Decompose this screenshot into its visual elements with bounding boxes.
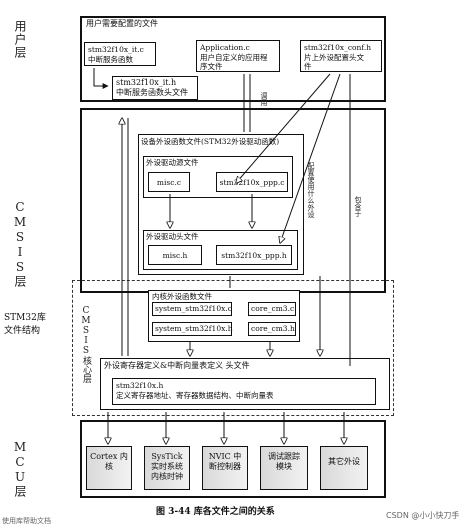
register-definition-title: 外设寄存器定义&中断向量表定义 头文件 (104, 361, 250, 370)
device-peripheral-title: 设备外设函数文件(STM32外设驱动函数) (141, 137, 280, 146)
cmsis-core-region (72, 280, 394, 416)
cmsis-core-label: CMSIS核心层 (81, 306, 91, 383)
mcu-layer-label: MCU层 (13, 440, 27, 498)
call-annotation: 调用 (260, 92, 268, 106)
watermark: CSDN @小小快刀手 (386, 511, 460, 520)
bottom-left-text: 使用库帮助文档 (2, 517, 51, 525)
mcu-block-other-peripherals[interactable]: 其它外设 (320, 446, 368, 490)
driver-header-title: 外设驱动头文件 (146, 232, 199, 241)
file-misc-c[interactable]: misc.c (148, 172, 190, 192)
user-layer-label: 用户层 (13, 20, 27, 59)
mcu-block-nvic[interactable]: NVIC 中断控制器 (202, 446, 248, 490)
file-core-cm3-h[interactable]: core_cm3.h (248, 322, 296, 336)
user-config-title: 用户需要配置的文件 (86, 19, 158, 28)
cmsis-layer-label: CMSIS层 (13, 200, 27, 288)
configure-annotation: 配置使用什么外设 (307, 162, 315, 218)
file-stm32f10x-ppp-c[interactable]: stm32f10x_ppp.c (216, 172, 288, 192)
driver-source-title: 外设驱动源文件 (146, 158, 199, 167)
figure-caption: 图 3-44 库各文件之间的关系 (156, 507, 275, 517)
file-core-cm3-c[interactable]: core_cm3.c (248, 302, 296, 316)
file-system-stm32f10x-h[interactable]: system_stm32f10x.h (152, 322, 233, 336)
file-misc-h[interactable]: misc.h (148, 245, 202, 265)
include-annotation: 包含于 (354, 196, 362, 217)
file-system-stm32f10x-c[interactable]: system_stm32f10x.c (152, 302, 232, 316)
mcu-block-cortex-core[interactable]: Cortex 内核 (86, 446, 132, 490)
core-peripheral-title: 内核外设函数文件 (152, 292, 212, 301)
file-stm32f10x-ppp-h[interactable]: stm32f10x_ppp.h (216, 245, 292, 265)
mcu-block-debug-trace[interactable]: 调试跟踪模块 (260, 446, 308, 490)
library-structure-label: STM32库 文件结构 (4, 313, 46, 336)
